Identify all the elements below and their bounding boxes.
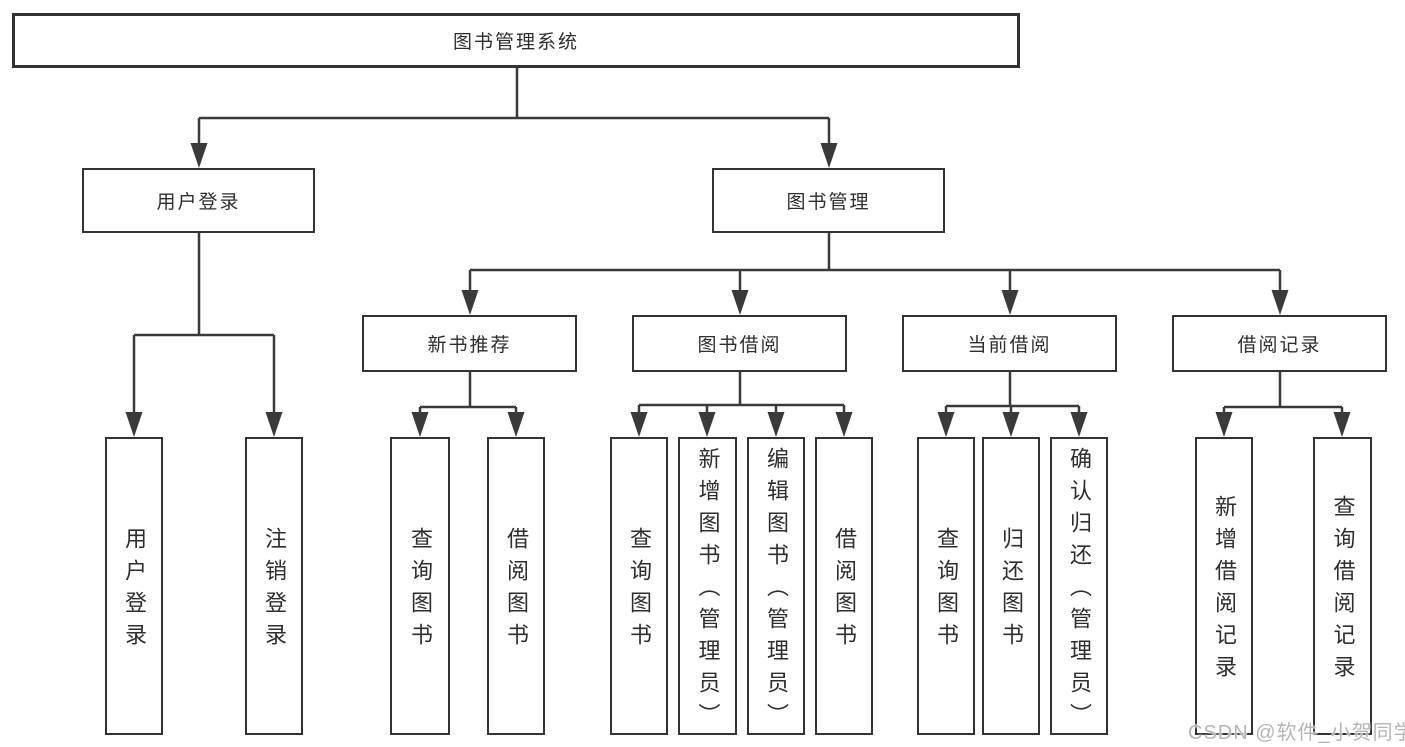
node-label: 新书推荐 <box>427 335 512 356</box>
node-label: 新增图书（管理员） <box>695 447 721 735</box>
node-leaf-query-borrow-record: 查询借阅记录 <box>1313 437 1372 735</box>
node-leaf-query-books-2: 查询图书 <box>610 437 668 735</box>
node-label: 新增借阅记录 <box>1212 495 1237 687</box>
node-label: 注销登录 <box>262 527 287 655</box>
node-label: 图书借阅 <box>697 335 782 356</box>
node-label: 查询图书 <box>627 527 652 655</box>
node-leaf-add-borrow-record: 新增借阅记录 <box>1195 437 1253 735</box>
node-label: 查询图书 <box>408 527 433 655</box>
node-label: 归还图书 <box>999 527 1024 655</box>
node-label: 用户登录 <box>156 192 241 213</box>
node-label: 图书管理系统 <box>452 32 579 53</box>
node-borrowing-records: 借阅记录 <box>1172 315 1387 372</box>
node-user-login-branch: 用户登录 <box>82 168 315 233</box>
node-label: 借阅图书 <box>504 527 529 655</box>
node-label: 查询图书 <box>934 527 959 655</box>
node-leaf-edit-books-admin: 编辑图书（管理员） <box>747 437 805 735</box>
node-label: 借阅图书 <box>832 527 857 655</box>
node-book-borrowing: 图书借阅 <box>632 315 847 372</box>
node-label: 编辑图书（管理员） <box>764 447 789 735</box>
node-leaf-return-books: 归还图书 <box>982 437 1040 735</box>
node-leaf-user-login: 用户登录 <box>105 437 163 735</box>
node-book-management-branch: 图书管理 <box>712 168 945 233</box>
node-leaf-query-books-3: 查询图书 <box>917 437 975 735</box>
node-label: 借阅记录 <box>1237 335 1322 356</box>
node-leaf-confirm-return-admin: 确认归还（管理员） <box>1050 437 1108 735</box>
node-label: 查询借阅记录 <box>1330 495 1356 687</box>
node-leaf-query-books: 查询图书 <box>390 437 450 735</box>
node-current-borrowing: 当前借阅 <box>902 315 1117 372</box>
csdn-watermark: CSDN @软件_小贺同学 <box>1188 722 1405 744</box>
node-leaf-borrow-books: 借阅图书 <box>487 437 545 735</box>
node-leaf-add-books-admin: 新增图书（管理员） <box>678 437 737 735</box>
node-library-management-system: 图书管理系统 <box>12 13 1020 68</box>
node-label: 用户登录 <box>122 527 147 655</box>
node-new-book-recommendation: 新书推荐 <box>362 315 577 372</box>
node-label: 当前借阅 <box>967 335 1052 356</box>
node-label: 确认归还（管理员） <box>1067 447 1092 735</box>
node-leaf-borrow-books-2: 借阅图书 <box>815 437 873 735</box>
node-leaf-logout: 注销登录 <box>245 437 303 735</box>
node-label: 图书管理 <box>786 192 871 213</box>
